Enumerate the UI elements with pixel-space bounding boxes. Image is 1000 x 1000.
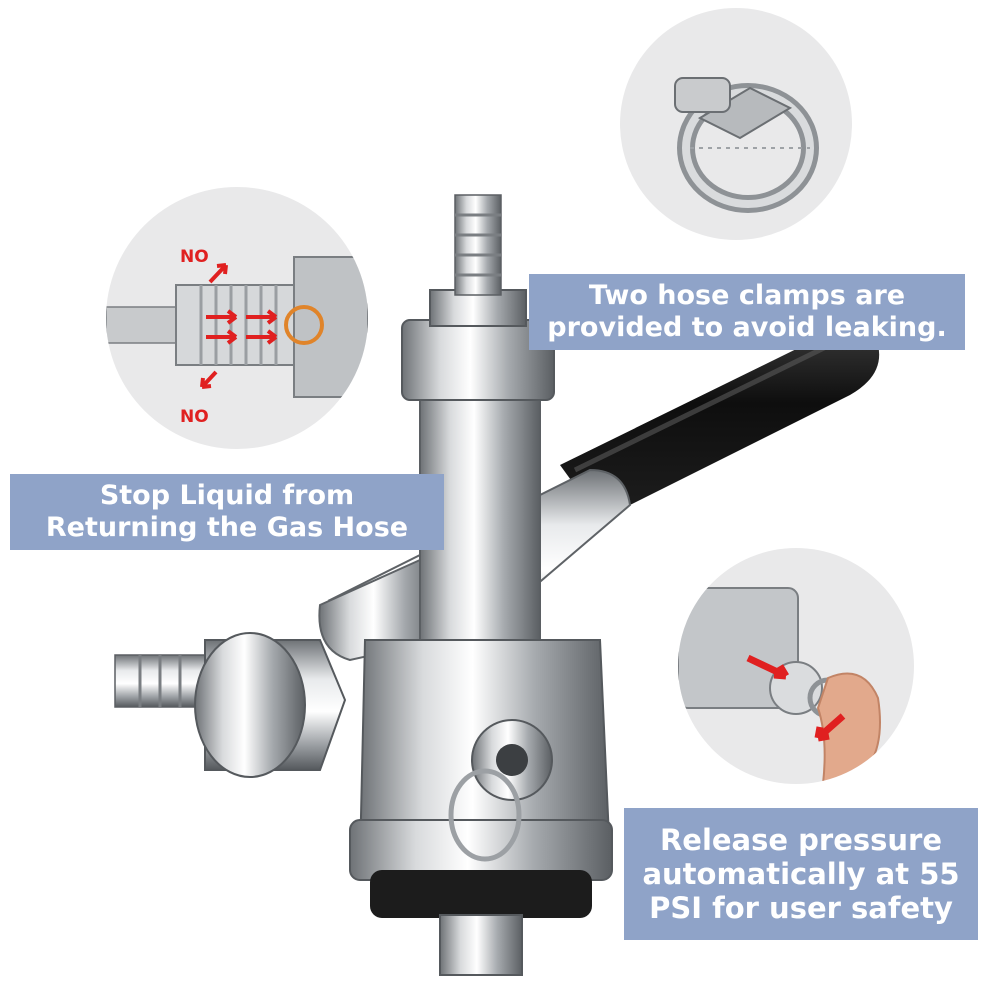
pressure-relief-ring-icon bbox=[678, 587, 881, 784]
callout-release-pressure: Release pressure automatically at 55 PSI… bbox=[624, 808, 978, 940]
check-valve-detail: NO NO bbox=[106, 187, 368, 449]
callout-release-pressure-line3: PSI for user safety bbox=[649, 891, 953, 926]
handle-grip bbox=[560, 325, 880, 520]
callout-hose-clamps: Two hose clamps are provided to avoid le… bbox=[529, 274, 965, 350]
hose-clamp-detail bbox=[620, 8, 852, 240]
callout-hose-clamps-line1: Two hose clamps are bbox=[588, 280, 906, 312]
callout-hose-clamps-line2: provided to avoid leaking. bbox=[547, 312, 947, 343]
hose-clamp-icon bbox=[674, 77, 819, 213]
pressure-relief-detail bbox=[678, 548, 914, 784]
callout-stop-liquid-line1: Stop Liquid from bbox=[99, 480, 355, 512]
callout-release-pressure-line2: automatically at 55 bbox=[642, 856, 960, 891]
callout-release-pressure-line1: Release pressure bbox=[659, 822, 943, 857]
callout-stop-liquid: Stop Liquid from Returning the Gas Hose bbox=[10, 474, 444, 550]
check-valve-icon bbox=[106, 256, 368, 398]
no-label-top: NO bbox=[180, 247, 209, 267]
pressure-relief-valve bbox=[448, 719, 553, 862]
no-label-bottom: NO bbox=[180, 407, 209, 427]
coupler-body bbox=[349, 194, 613, 976]
callout-stop-liquid-line2: Returning the Gas Hose bbox=[45, 512, 409, 543]
side-barb-fitting bbox=[114, 632, 347, 778]
